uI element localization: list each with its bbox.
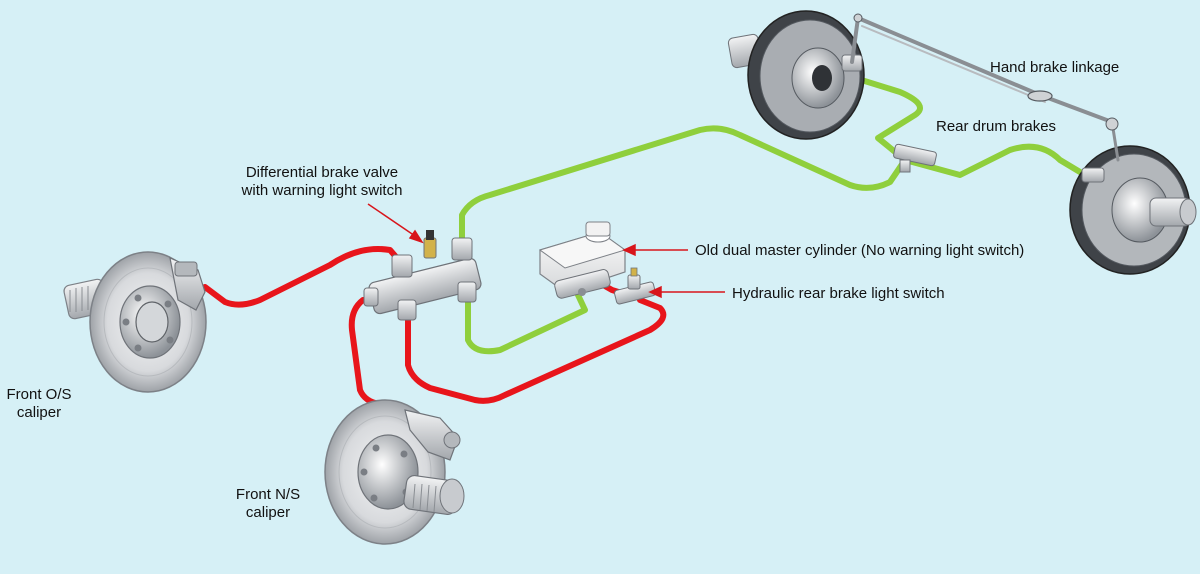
hydraulic-switch-label: Hydraulic rear brake light switch <box>732 285 945 302</box>
front-os-caliper-label: Front O/S caliper <box>0 386 78 422</box>
front-os-label-line2: caliper <box>16 404 62 421</box>
front-ns-label-line2: caliper <box>245 504 291 521</box>
diff-valve-label-line2: with warning light switch <box>241 182 403 199</box>
diff-valve-label: Differential brake valve with warning li… <box>232 164 412 200</box>
rear-drum-brake-left <box>727 10 865 140</box>
diff-valve-label-line1: Differential brake valve <box>245 164 399 181</box>
front-ns-caliper-label: Front N/S caliper <box>228 486 308 522</box>
rear-brake-tee <box>893 143 937 173</box>
rear-tee-right-pipe <box>902 143 1088 178</box>
rear-tee-left-pipe <box>852 75 923 163</box>
master-to-valve-rear-pipe <box>465 292 588 355</box>
diff-valve-arrow <box>367 203 419 239</box>
hand-brake-linkage <box>850 13 1120 162</box>
front-os-disc-caliper <box>63 251 207 393</box>
rear-brake-circuit-pipes <box>459 75 1088 355</box>
valve-to-ns-caliper-pipe <box>348 297 383 407</box>
master-cylinder-arrowhead <box>622 243 636 257</box>
hydraulic-rear-brake-light-switch <box>614 267 656 305</box>
front-ns-label-line1: Front N/S <box>235 486 301 503</box>
callout-arrows <box>367 203 725 299</box>
diff-valve-arrowhead <box>408 229 424 244</box>
front-ns-disc-caliper <box>324 399 465 545</box>
rear-drum-brake-right <box>1069 145 1197 275</box>
differential-brake-valve <box>363 230 482 321</box>
valve-to-os-caliper-pipe <box>202 246 406 308</box>
front-os-label-line1: Front O/S <box>6 386 72 403</box>
hydraulic-switch-arrowhead <box>648 285 662 299</box>
master-cylinder-label: Old dual master cylinder (No warning lig… <box>695 242 1025 259</box>
rear-drum-brakes-label: Rear drum brakes <box>936 118 1057 135</box>
valve-to-switch-pipe <box>405 297 667 404</box>
rear-main-pipe <box>459 125 908 248</box>
hand-brake-linkage-label: Hand brake linkage <box>990 59 1120 76</box>
